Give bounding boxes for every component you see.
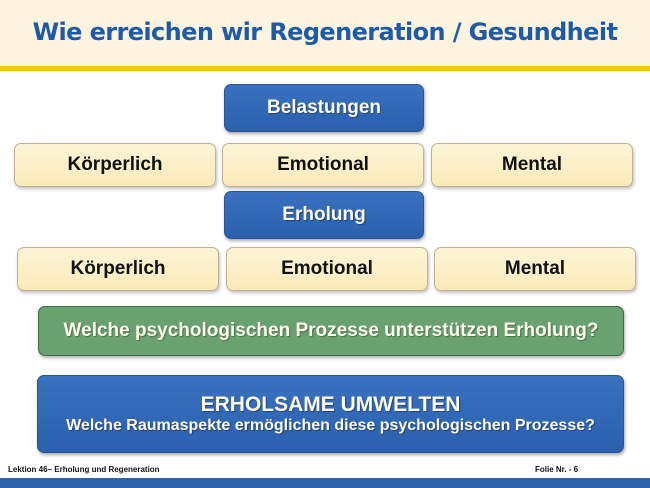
footer-slide-number: Folie Nr. - 6 [535, 465, 579, 474]
slide-title: Wie erreichen wir Regeneration / Gesundh… [32, 18, 618, 46]
header-divider [0, 66, 650, 71]
belastungen-mental: Mental [431, 143, 633, 187]
slide-header [0, 0, 650, 66]
erholung-box: Erholung [224, 191, 424, 239]
belastungen-koerperlich: Körperlich [14, 143, 216, 187]
footer-lesson: Lektion 46– Erholung und Regeneration [8, 465, 160, 474]
psychological-processes-question: Welche psychologischen Prozesse unterstü… [38, 306, 624, 356]
erholung-mental: Mental [434, 247, 636, 291]
erholung-koerperlich: Körperlich [17, 247, 219, 291]
belastungen-box: Belastungen [224, 84, 424, 132]
restorative-environments-subheading: Welche Raumaspekte ermöglichen diese psy… [66, 416, 595, 434]
footer-bar [0, 478, 650, 488]
belastungen-emotional: Emotional [222, 143, 424, 187]
restorative-environments-box: ERHOLSAME UMWELTEN Welche Raumaspekte er… [37, 375, 624, 453]
restorative-environments-heading: ERHOLSAME UMWELTEN [200, 392, 461, 416]
erholung-emotional: Emotional [226, 247, 428, 291]
